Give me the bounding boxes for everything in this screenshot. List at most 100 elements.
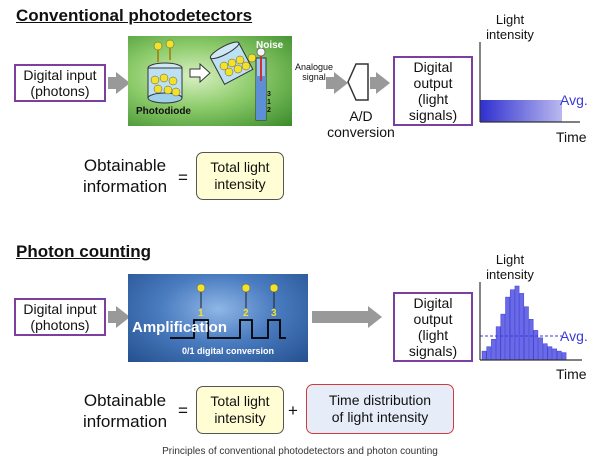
- output2-line3: (light: [417, 327, 449, 343]
- obtainable-label-2: Obtainable information: [70, 390, 180, 432]
- result-b-line1: Time distribution: [328, 392, 432, 408]
- chart2-y-label: Light intensity: [470, 252, 550, 282]
- result-time-distribution: Time distribution of light intensity: [306, 384, 454, 434]
- plus-sign: +: [288, 401, 298, 420]
- equals-sign-1: =: [178, 168, 188, 187]
- histogram-bar: [538, 337, 543, 361]
- histogram-bar: [505, 296, 510, 361]
- chart2-x-label: Time: [556, 366, 587, 382]
- digital-input-box-2: Digital input (photons): [14, 298, 106, 336]
- ad-label-line1: A/D: [349, 108, 373, 124]
- chart1-avg-label: Avg.: [560, 92, 588, 108]
- input2-label-line1: Digital input: [23, 301, 97, 317]
- pulse-number-1: 1: [198, 308, 204, 319]
- histogram-bar: [500, 313, 506, 361]
- histogram-bars: [481, 285, 567, 361]
- flow-arrow-1: [108, 72, 130, 94]
- obtainable-2-line1: Obtainable: [83, 391, 167, 410]
- chart1-y-label-line1: Light: [495, 12, 525, 27]
- chart1-y-label: Light intensity: [470, 12, 550, 42]
- flow-arrow-2: [326, 72, 348, 94]
- input2-label-line2: (photons): [30, 317, 90, 333]
- output2-line1: Digital: [413, 295, 453, 311]
- analogue-label-line1: Analogue: [294, 62, 334, 72]
- output-line1: Digital: [413, 59, 453, 75]
- photodiode-panel: 3 1 2 Noise Photodiode: [128, 36, 292, 126]
- histogram-bar: [514, 285, 520, 361]
- flow-arrow-4: [108, 306, 130, 328]
- histogram-bar: [519, 293, 525, 361]
- tube-digit-2: 1: [267, 99, 271, 106]
- input-label-line1: Digital input: [23, 67, 97, 83]
- photon-drops: [153, 39, 175, 62]
- histogram-bar: [509, 289, 515, 361]
- result-1-line2: intensity: [214, 176, 266, 192]
- section2-heading: Photon counting: [16, 242, 152, 261]
- amplification-label: Amplification: [132, 319, 227, 336]
- output-line2: output: [413, 75, 453, 91]
- chart1-y-label-line2: intensity: [486, 27, 534, 42]
- histogram-bar: [495, 326, 501, 361]
- result-total-intensity-2: Total light intensity: [196, 386, 284, 434]
- chart1-average-plot: [479, 42, 580, 123]
- tube-digit-1: 3: [267, 91, 271, 98]
- digital-conversion-label: 0/1 digital conversion: [182, 346, 274, 356]
- analogue-signal-label: Analogue signal: [292, 62, 336, 82]
- process-arrow-icon: [189, 62, 211, 84]
- result-2-line2: intensity: [214, 410, 266, 426]
- photon-markers: [196, 283, 279, 308]
- histogram-bar: [561, 352, 567, 361]
- ad-label-line2: conversion: [327, 124, 395, 140]
- chart2-y-label-line1: Light: [495, 252, 525, 267]
- noise-label: Noise: [256, 40, 284, 51]
- output-line3: (light: [417, 91, 449, 107]
- histogram-bar: [552, 348, 557, 361]
- digital-output-box-1: Digital output (light signals): [393, 56, 473, 126]
- output-line4: signals): [408, 107, 458, 123]
- tube-digit-3: 2: [267, 107, 271, 114]
- digital-input-box-1: Digital input (photons): [14, 64, 106, 102]
- chart2-avg-label: Avg.: [560, 328, 588, 344]
- histogram-bar: [533, 330, 539, 361]
- ad-converter-icon: [347, 63, 369, 101]
- result-1-line1: Total light: [210, 159, 270, 175]
- chart2-y-label-line2: intensity: [486, 267, 534, 282]
- analogue-label-line2: signal: [302, 72, 326, 82]
- histogram-bar: [481, 350, 487, 361]
- obtainable-2-line2: information: [82, 412, 168, 431]
- section1-heading: Conventional photodetectors: [16, 6, 253, 25]
- measuring-tube-icon: [255, 47, 267, 121]
- beaker-icon: [147, 62, 183, 104]
- pulse-number-2: 2: [243, 308, 249, 319]
- chart2-histogram: [479, 282, 582, 361]
- histogram-bar: [547, 346, 553, 361]
- histogram-bar: [486, 346, 492, 361]
- flow-arrow-5: [312, 306, 382, 328]
- histogram-bar: [491, 339, 496, 361]
- pulse-waveform: [170, 319, 286, 339]
- figure-caption: Principles of conventional photodetector…: [162, 446, 438, 457]
- pulse-number-3: 3: [271, 308, 277, 319]
- result-total-intensity-1: Total light intensity: [196, 152, 284, 200]
- amplification-panel: 1 2 3 Amplification 0/1 digital conversi…: [128, 274, 308, 362]
- histogram-bar: [542, 343, 548, 361]
- result-2-line1: Total light: [210, 393, 270, 409]
- photodiode-label: Photodiode: [136, 106, 191, 117]
- chart1-x-label: Time: [556, 129, 587, 145]
- obtainable-label-1: Obtainable information: [70, 155, 180, 197]
- flow-arrow-3: [370, 72, 390, 94]
- histogram-bar: [528, 319, 534, 361]
- result-b-line2: of light intensity: [331, 409, 429, 425]
- ad-conversion-label: A/D conversion: [326, 108, 396, 140]
- output2-line4: signals): [408, 343, 458, 359]
- histogram-bar: [524, 306, 529, 361]
- obtainable-1-line2: information: [82, 177, 168, 196]
- chart1-average-bar: [480, 100, 562, 122]
- output2-line2: output: [413, 311, 453, 327]
- pulse-illustration: 1 2 3 Amplification 0/1 digital conversi…: [132, 283, 286, 356]
- obtainable-1-line1: Obtainable: [83, 156, 167, 175]
- digital-output-box-2: Digital output (light signals): [393, 292, 473, 362]
- histogram-bar: [556, 350, 562, 361]
- input-label-line2: (photons): [30, 83, 90, 99]
- equals-sign-2: =: [178, 401, 188, 420]
